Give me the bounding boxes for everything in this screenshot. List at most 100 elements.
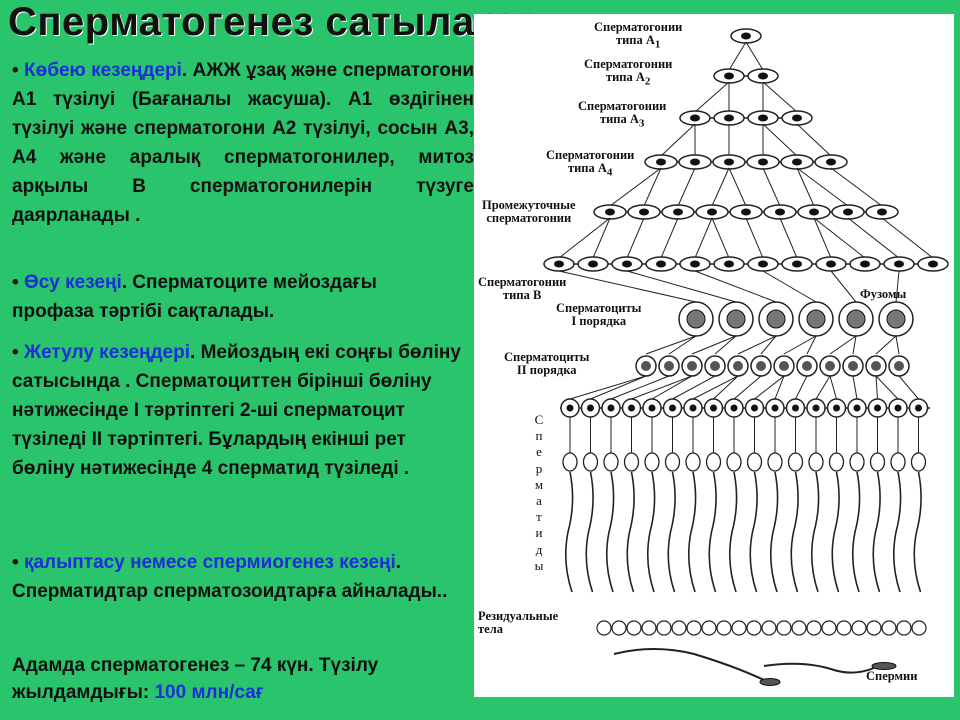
nucleus [792,158,802,166]
nucleus [689,404,697,412]
lineage-line [813,217,832,259]
lineage-line [760,335,777,355]
elongating-spermatid [746,452,763,472]
residual-body [611,620,627,636]
nucleus [726,309,746,329]
bullet: • [12,272,19,293]
lineage-line [668,335,697,355]
residual-body [821,620,837,636]
sperm-tail [851,471,861,593]
nucleus [758,260,768,268]
lineage-line [783,335,817,355]
sperm [613,648,765,681]
paragraph-text: . АЖЖ ұзақ және сперматогони А1 түзілуі … [12,60,474,226]
lineage-line [745,41,764,71]
elongating-spermatid [828,452,845,472]
label-spermatids: С п е р м а т и д ы [534,412,544,573]
nucleus [687,361,697,371]
sperm-tail [626,471,635,593]
lineage-line [795,375,808,400]
nucleus [639,208,649,216]
footer-rate: 100 млн/сағ [154,682,264,703]
elongating-spermatid [808,452,824,472]
nucleus [833,404,840,412]
nucleus [894,361,904,371]
nucleus [733,361,743,371]
nucleus [648,404,656,412]
nucleus [758,72,768,80]
slide-title: Сперматогенез сатылары: [8,0,549,44]
nucleus [656,158,666,166]
lineage-line [631,375,693,400]
sperm-tail [605,471,615,593]
nucleus [779,361,789,371]
residual-body [686,620,702,636]
nucleus [758,158,768,166]
nucleus [792,404,799,412]
nucleus [566,404,574,412]
lineage-line [626,270,737,303]
lineage-line [830,270,857,303]
nucleus [758,114,768,122]
lineage-line [592,217,611,259]
nucleus [710,361,720,371]
nucleus [886,309,906,329]
nucleus [843,208,853,216]
residual-body [716,620,732,636]
sperm-tail [687,471,697,593]
nucleus [686,309,706,329]
nucleus [724,72,734,80]
lineage-line [762,167,781,207]
nucleus [690,158,700,166]
nucleus [826,158,836,166]
sperm-tail [913,471,922,593]
lineage-line [643,167,662,207]
nucleus [894,260,904,268]
residual-body [671,620,687,636]
lineage-line [691,335,737,355]
lineage-line [806,335,817,355]
lineage-line [875,375,878,400]
lineage-line [745,217,764,259]
nucleus [607,404,615,412]
paragraph-growth: • Өсу кезеңі. Сперматоците мейоздағы про… [12,268,462,326]
paragraph-text: . Мейоздың екі соңғы бөліну сатысында . … [12,342,461,479]
lineage-line [558,217,611,259]
residual-body [641,620,657,636]
sperm-tail [831,471,840,593]
residual-body [731,620,747,636]
residual-body [656,620,672,636]
lineage-line [569,375,647,400]
lineage-line [610,375,670,400]
bullet: • [12,60,19,81]
sperm-head [871,662,897,670]
lineage-line [609,167,662,207]
nucleus [690,260,700,268]
residual-body [896,620,912,636]
paragraph-maturation: • Жетулу кезеңдері. Мейоздың екі соңғы б… [12,338,472,483]
lineage-line [733,375,762,400]
nucleus [587,404,594,412]
elongating-spermatid [582,452,599,472]
sperm-tail [564,471,574,593]
lineage-line [875,335,897,355]
lineage-line [651,375,693,400]
lineage-line [677,167,696,207]
nucleus [690,114,700,122]
lineage-line [762,123,798,157]
sperm-tail [790,471,799,593]
footer-note: Адамда сперматогенез – 74 күн. Түзілу жы… [12,652,472,706]
nucleus [874,404,881,412]
lineage-line [796,167,849,207]
nucleus [853,404,861,412]
bullet: • [12,342,19,363]
nucleus [628,404,635,412]
nucleus [673,208,683,216]
elongating-spermatid [726,452,742,472]
